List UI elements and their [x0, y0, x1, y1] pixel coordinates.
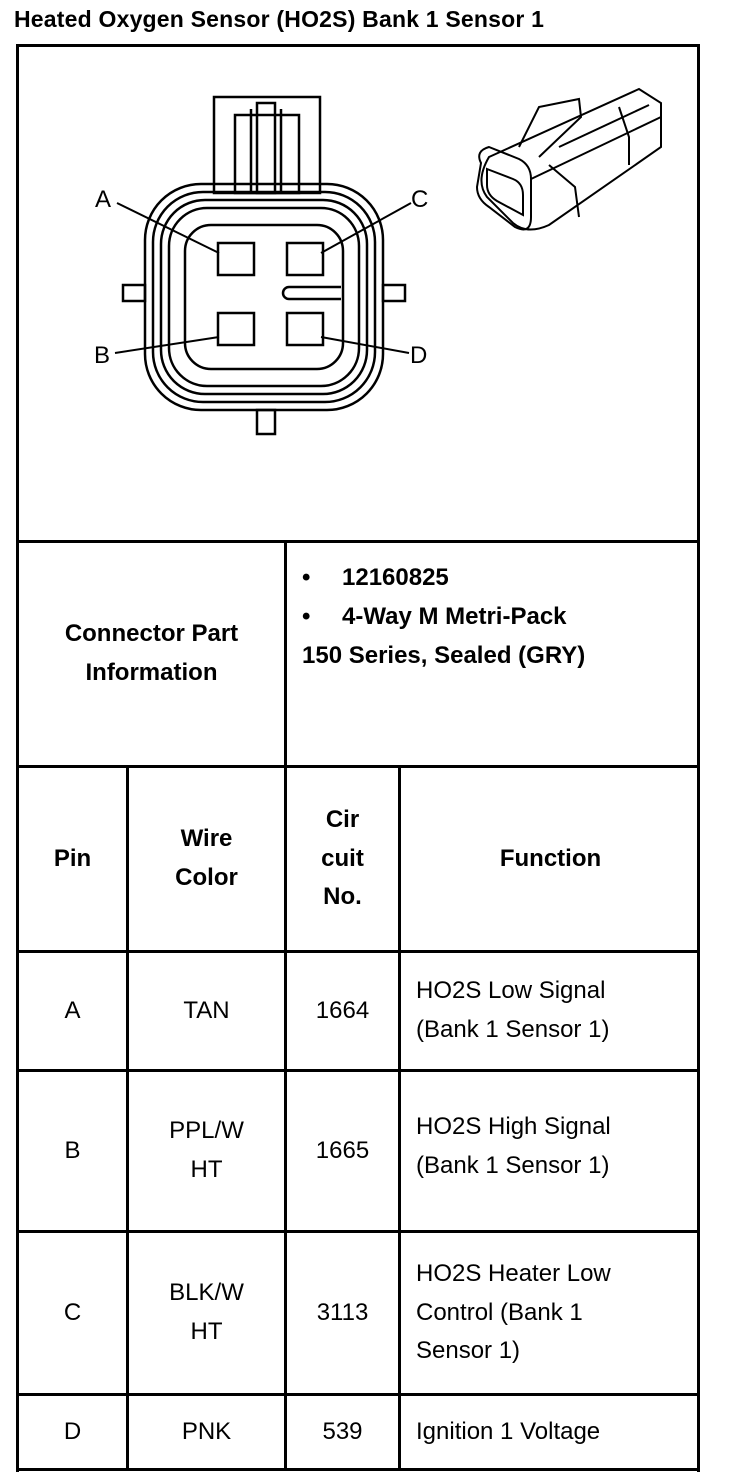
- row-d-color: PNK: [181, 1417, 232, 1445]
- connector-latch-inner: [233, 113, 301, 195]
- column-rule-wire: [126, 765, 129, 1471]
- document-title: Heated Oxygen Sensor (HO2S) Bank 1 Senso…: [14, 6, 545, 32]
- connector-housing-ring4: [167, 206, 361, 388]
- header-wire-color-line1: Wire: [180, 825, 233, 853]
- connector-latch-center: [255, 101, 277, 195]
- pin-cavity-c: [285, 241, 325, 277]
- row-c-color: BLK/W HT: [129, 1233, 284, 1393]
- header-circuit-line1: Cir: [325, 805, 360, 833]
- leader-line-b: [114, 336, 220, 354]
- row-b-function-line1: HO2S High Signal: [416, 1113, 611, 1140]
- row-b-color: PPL/W HT: [129, 1072, 284, 1230]
- connector-info-label: Connector Part Information: [19, 543, 284, 765]
- row-b-function-line2: (Bank 1 Sensor 1): [416, 1151, 610, 1179]
- row-b-function: HO2S High Signal (Bank 1 Sensor 1): [416, 1072, 696, 1230]
- connector-3d-face-outer: [475, 145, 532, 231]
- row-c-pin: C: [63, 1298, 82, 1326]
- connector-housing-ring3: [159, 198, 369, 396]
- connector-type: 4-Way M Metri-Pack: [342, 603, 567, 630]
- row-c-circuit: 3113: [316, 1298, 369, 1326]
- connector-info-values: • 12160825 • 4-Way M Metri-Pack 150 Series…: [302, 558, 585, 675]
- connector-side-tab-right: [381, 283, 407, 303]
- connector-3d-edge-2: [558, 104, 650, 148]
- connector-3d-view: [475, 87, 662, 231]
- header-circuit-line3: No.: [323, 883, 362, 911]
- connector-3d-rib: [618, 106, 630, 165]
- row-a-color: TAN: [129, 953, 284, 1069]
- pin-label-b: B: [94, 342, 110, 369]
- row-d-pin: D: [63, 1417, 82, 1445]
- connector-diagram: A C B D: [94, 87, 662, 436]
- connector-3d-latch: [518, 97, 583, 158]
- row-b-color-line1: PPL/W: [169, 1117, 244, 1145]
- row-a-circuit: 1664: [315, 996, 370, 1024]
- connector-part-number: 12160825: [342, 564, 449, 591]
- bullet-dot: •: [302, 564, 311, 591]
- connector-info-label-line1: Connector Part: [64, 620, 239, 648]
- connector-3d-edge-1: [530, 116, 662, 180]
- header-function: Function: [499, 844, 602, 872]
- connector-bottom-tab: [255, 408, 277, 436]
- row-c-color-line2: HT: [190, 1318, 223, 1345]
- connector-key-slot: [281, 285, 341, 301]
- pin-label-c: C: [411, 186, 428, 213]
- table-frame: [16, 44, 700, 1472]
- row-c-color-line1: BLK/W: [169, 1279, 244, 1307]
- pin-label-a: A: [95, 186, 111, 213]
- row-b-circuit: 1665: [315, 1136, 370, 1164]
- row-d-circuit: 539: [322, 1417, 363, 1445]
- connector-bullet-2: • 4-Way M Metri-Pack: [302, 597, 585, 636]
- connector-housing-ring2: [151, 190, 377, 404]
- row-c-function-line1: HO2S Heater Low: [416, 1259, 611, 1287]
- leader-line-c: [320, 202, 412, 254]
- leader-line-a: [116, 202, 220, 254]
- header-wire-color: Wire Color: [129, 768, 284, 950]
- row-b-color-line2: HT: [190, 1156, 223, 1183]
- header-circuit: Cir cuit No.: [287, 768, 398, 950]
- connector-3d-clip: [548, 164, 580, 218]
- row-a-function-line2: (Bank 1 Sensor 1): [416, 1016, 610, 1043]
- rule-after-header: [16, 950, 700, 953]
- connector-3d-face-inner: [486, 167, 524, 217]
- rule-after-row-a: [16, 1069, 700, 1072]
- rule-after-connector-info: [16, 765, 700, 768]
- row-c-function: HO2S Heater Low Control (Bank 1 Sensor 1…: [416, 1233, 696, 1393]
- pin-cavity-b: [216, 311, 256, 347]
- row-a-pin: A: [64, 996, 81, 1024]
- row-a-function: HO2S Low Signal (Bank 1 Sensor 1): [416, 953, 696, 1069]
- column-rule-circuit: [284, 540, 287, 1471]
- row-a-color-line1: TAN: [183, 996, 230, 1024]
- connector-latch-outer: [212, 95, 322, 195]
- header-circuit-line2: cuit: [321, 844, 364, 872]
- rule-after-row-c: [16, 1393, 700, 1396]
- rule-bottom: [16, 1468, 700, 1471]
- header-wire-color-line2: Color: [175, 864, 238, 891]
- connector-info-label-line2: Information: [85, 659, 218, 686]
- leader-line-d: [320, 336, 410, 354]
- connector-housing-inner: [183, 223, 345, 371]
- pin-cavity-a: [216, 241, 256, 277]
- pin-label-d: D: [410, 342, 427, 369]
- row-c-function-line2: Control (Bank 1: [416, 1298, 583, 1326]
- row-a-function-line1: HO2S Low Signal: [416, 977, 606, 1005]
- header-pin: Pin: [53, 844, 92, 872]
- column-rule-function: [398, 765, 401, 1471]
- row-c-function-line3: Sensor 1): [416, 1337, 521, 1365]
- row-b-pin: B: [64, 1136, 81, 1164]
- connector-bullet-1: • 12160825: [302, 558, 585, 597]
- rule-after-diagram: [16, 540, 700, 543]
- connector-series: 150 Series, Sealed (GRY): [302, 642, 586, 669]
- pin-cavity-d: [285, 311, 325, 347]
- connector-side-tab-left: [121, 283, 147, 303]
- bullet-dot: •: [302, 603, 311, 630]
- connector-3d-body: [480, 87, 662, 231]
- rule-after-row-b: [16, 1230, 700, 1233]
- row-d-function: Ignition 1 Voltage: [416, 1417, 601, 1445]
